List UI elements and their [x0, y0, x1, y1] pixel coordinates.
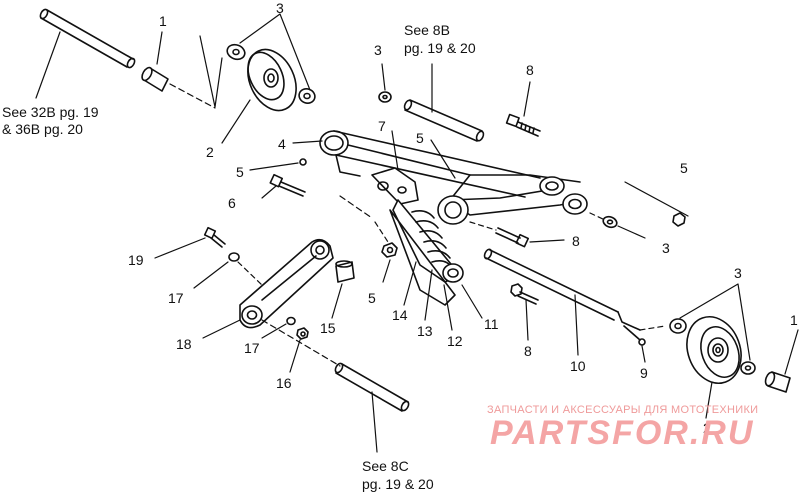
callout-3-top-center: 3: [374, 42, 382, 58]
washer-upper-mid: [378, 91, 392, 103]
ref-8c-label-line1: See 8C: [362, 458, 409, 474]
ref-36b-label: & 36B pg. 20: [2, 121, 83, 137]
ref-8b-label-line2: pg. 19 & 20: [404, 40, 476, 56]
callout-9: 9: [640, 365, 648, 381]
centerline-left: [169, 83, 216, 109]
callout-5-left: 5: [236, 164, 244, 180]
callout-1-right: 1: [790, 312, 798, 328]
callout-5-bottom: 5: [368, 290, 376, 306]
callout-19: 19: [128, 252, 144, 268]
callout-5-right: 5: [680, 160, 688, 176]
callout-2-right: 2: [703, 420, 711, 436]
callout-2-left-leader: [221, 99, 251, 144]
bracket-3-top: [239, 13, 311, 91]
wheel-right: [686, 316, 742, 384]
callout-3-right-mid: 3: [662, 240, 670, 256]
upper-arm: [319, 130, 588, 225]
callout-4: 4: [278, 136, 286, 152]
lower-link: [239, 238, 334, 329]
callout-10: 10: [570, 358, 586, 374]
bolt-top: [505, 113, 541, 137]
washer-top-center: [298, 88, 316, 104]
callout-8-mid: 8: [572, 233, 580, 249]
callout-8-top: 8: [526, 62, 534, 78]
shock-spring: [371, 167, 464, 306]
callout-7: 7: [378, 118, 386, 134]
bracket-left-3: [199, 35, 223, 108]
nut-5-right: [672, 212, 686, 227]
watermark-tagline: ЗАПЧАСТИ И АКСЕССУАРЫ ДЛЯ МОТОТЕХНИКИ: [487, 404, 759, 416]
nut-5-left: [299, 158, 307, 166]
bushing-15: [335, 260, 355, 283]
washer-17-lower: [286, 316, 296, 326]
callout-2-right-leader: [705, 381, 713, 419]
left-axle: [39, 8, 136, 69]
callout-16: 16: [276, 375, 292, 391]
upper-axle-8b: [403, 99, 485, 142]
callout-1-left: 1: [159, 13, 167, 29]
long-rod: [483, 248, 641, 331]
nut-16: [296, 327, 309, 340]
bolt-mid: [495, 227, 530, 248]
callout-6: 6: [228, 195, 236, 211]
bolt-19: [203, 226, 226, 248]
bracket-3-right: [679, 283, 751, 361]
callout-3-top-left: 3: [276, 0, 284, 16]
lower-axle-8c: [334, 362, 410, 412]
callout-14: 14: [392, 307, 408, 323]
watermark-logo: PARTSFOR.RU: [490, 414, 755, 452]
callout-17-upper: 17: [168, 290, 184, 306]
callout-3-right-low: 3: [734, 265, 742, 281]
callout-11: 11: [484, 316, 499, 332]
washer-right-end: [740, 361, 756, 375]
wheel-top-left: [247, 48, 297, 112]
ref-8c-label-line2: pg. 19 & 20: [362, 476, 434, 492]
callout-17-lower: 17: [244, 340, 260, 356]
bolt-6: [269, 173, 306, 197]
ref-32b-label: See 32B pg. 19: [2, 104, 99, 120]
callout-12: 12: [447, 333, 463, 349]
callout-18: 18: [176, 336, 192, 352]
callout-1-left-leader: [156, 31, 163, 65]
callout-13: 13: [417, 323, 433, 339]
callout-4-leader: [292, 140, 323, 144]
bolt-low: [510, 283, 539, 305]
bushing-right: [764, 371, 791, 393]
nut-5-bottom: [381, 242, 398, 258]
bushing-left: [141, 66, 169, 92]
pin-9: [623, 325, 646, 346]
callout-8-bottom: 8: [524, 343, 532, 359]
callout-5-top: 5: [416, 130, 424, 146]
callout-15: 15: [320, 320, 336, 336]
washer-17-upper: [228, 252, 240, 262]
ref-8c-leader: [371, 391, 378, 453]
washer-top-left: [226, 43, 246, 61]
washer-right-mid: [602, 215, 618, 229]
ref-8b-label-line1: See 8B: [404, 22, 450, 38]
ref-32b-leader: [35, 31, 61, 99]
callout-2-left: 2: [206, 144, 214, 160]
washer-right-low: [669, 318, 687, 334]
